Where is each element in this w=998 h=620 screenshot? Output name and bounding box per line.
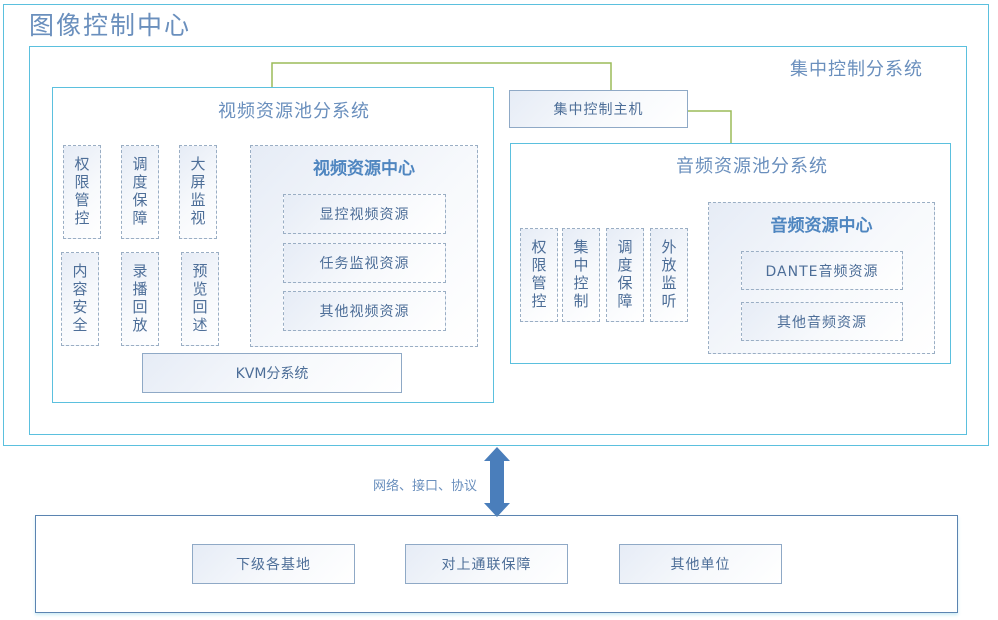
external-units-frame xyxy=(35,515,958,613)
external-item-upward-comm[interactable]: 对上通联保障 xyxy=(405,544,568,584)
page-title: 图像控制中心 xyxy=(29,11,192,40)
video-module-content-security[interactable]: 内容安全 xyxy=(61,252,99,346)
audio-module-monitor[interactable]: 外放监听 xyxy=(650,228,688,322)
video-module-permission[interactable]: 权限管控 xyxy=(63,145,101,239)
central-control-host-label: 集中控制主机 xyxy=(553,102,644,118)
video-resource-item[interactable]: 显控视频资源 xyxy=(283,194,446,234)
audio-module-permission[interactable]: 权限管控 xyxy=(520,228,558,322)
video-module-recording[interactable]: 录播回放 xyxy=(121,252,159,346)
double-arrow-icon xyxy=(484,447,510,517)
external-item-other-units[interactable]: 其他单位 xyxy=(619,544,782,584)
video-module-bigscreen[interactable]: 大屏监视 xyxy=(179,145,217,239)
audio-module-central[interactable]: 集中控制 xyxy=(562,228,600,322)
audio-resource-center-title: 音频资源中心 xyxy=(770,216,873,236)
kvm-subsystem-label: KVM分系统 xyxy=(235,366,309,382)
audio-module-dispatch[interactable]: 调度保障 xyxy=(606,228,644,322)
audio-pool-title: 音频资源池分系统 xyxy=(676,156,828,177)
video-resource-item[interactable]: 任务监视资源 xyxy=(283,243,446,283)
video-module-preview[interactable]: 预览回述 xyxy=(181,252,219,346)
audio-resource-item[interactable]: DANTE音频资源 xyxy=(741,251,903,290)
central-control-host-box[interactable]: 集中控制主机 xyxy=(509,90,688,128)
external-item-subordinate-bases[interactable]: 下级各基地 xyxy=(192,544,355,584)
video-resource-item[interactable]: 其他视频资源 xyxy=(283,291,446,331)
video-resource-center-title: 视频资源中心 xyxy=(313,159,415,179)
video-pool-title: 视频资源池分系统 xyxy=(218,101,370,122)
kvm-subsystem-box[interactable]: KVM分系统 xyxy=(142,353,402,393)
video-module-dispatch[interactable]: 调度保障 xyxy=(121,145,159,239)
link-label: 网络、接口、协议 xyxy=(373,479,478,494)
central-control-subsystem-label: 集中控制分系统 xyxy=(790,59,923,80)
audio-resource-item[interactable]: 其他音频资源 xyxy=(741,302,903,341)
